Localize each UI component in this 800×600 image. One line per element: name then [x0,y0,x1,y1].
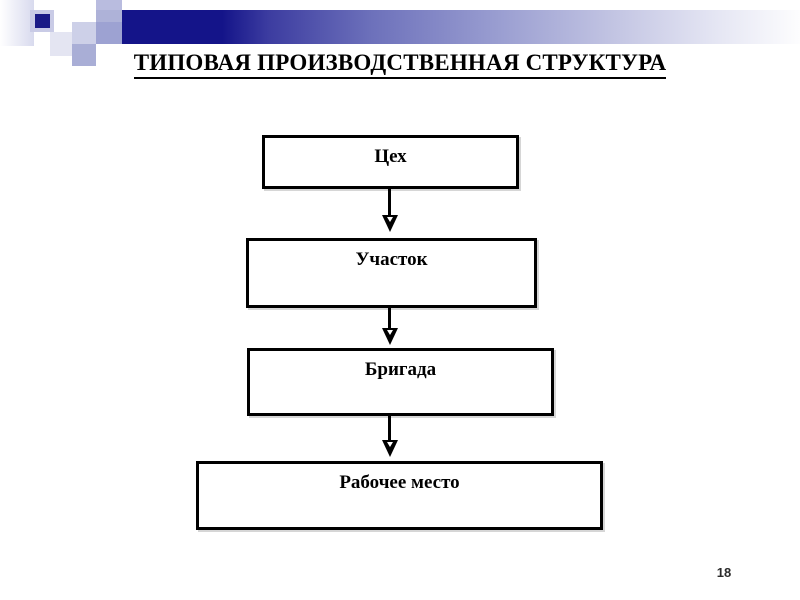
arrow-stem [388,189,391,221]
slide-number: 18 [716,565,732,580]
arrow-stem [388,308,391,334]
ornament-square-lavender-mid [96,10,122,22]
ornament-bar-core [122,10,222,44]
ornament-square-violet-lower [72,44,96,66]
flow-arrow-shop-to-section [379,189,401,238]
ornament-square-navy [35,14,50,28]
flow-node-shop[interactable]: Цех [262,135,519,189]
arrow-head-notch [387,217,393,222]
ornament-square-pale-mid [72,22,96,44]
flow-node-section-label: Участок [355,249,428,270]
ornament-square-violet-mid [96,22,122,44]
ornament-square-faint-lower [50,32,72,56]
arrow-head-icon [382,440,398,457]
arrow-head-icon [382,215,398,232]
arrow-head-notch [387,442,393,447]
flow-node-brigade-label: Бригада [364,359,437,380]
flow-node-brigade[interactable]: Бригада [247,348,554,416]
arrow-head-icon [382,328,398,345]
flow-node-workplace-label: Рабочее место [339,472,460,493]
ornament-square-white-top [72,0,96,22]
ornament-gradient-wash [0,0,34,46]
page-title: ТИПОВАЯ ПРОИЗВОДСТВЕННАЯ СТРУКТУРА [0,50,800,79]
flow-node-workplace[interactable]: Рабочее место [196,461,603,530]
flow-arrow-section-to-brigade [379,308,401,348]
flow-arrow-brigade-to-workplace [379,416,401,461]
arrow-stem [388,416,391,446]
ornament-bar-gradient [222,10,800,44]
flow-node-shop-label: Цех [374,146,407,167]
flow-node-section[interactable]: Участок [246,238,537,308]
page-title-text: ТИПОВАЯ ПРОИЗВОДСТВЕННАЯ СТРУКТУРА [133,50,667,79]
header-ornament [0,0,800,66]
arrow-head-notch [387,330,393,335]
